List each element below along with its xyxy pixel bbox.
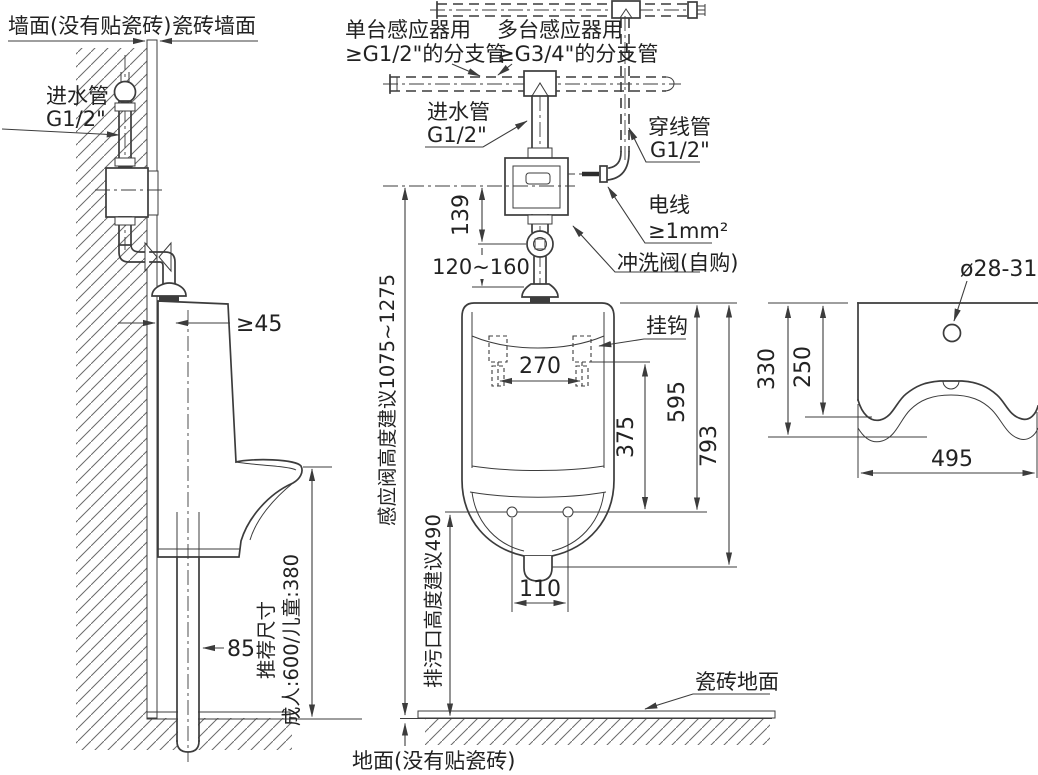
mounting-hole-right	[562, 506, 574, 518]
hole-leader	[953, 280, 968, 322]
dim-recommend-title: 推荐尺寸	[255, 601, 278, 679]
drain-spout	[523, 556, 553, 582]
dim-sensor-height: 感应阀高度建议1075~1275	[376, 274, 399, 526]
template-wave-inner	[857, 394, 1038, 443]
dim-793: 793	[697, 425, 722, 467]
label-wire-2: ≥1mm²	[648, 219, 728, 243]
front-view-dimensions: 270 375 595 793 110 139 120~160 感应阀高度建议1…	[376, 187, 737, 717]
label-hook: 挂钩	[646, 314, 688, 338]
front-spreader	[521, 283, 559, 298]
dim-595: 595	[665, 381, 690, 423]
sensor-valve-front	[383, 95, 575, 592]
floor-labels: 瓷砖地面 地面(没有贴瓷砖)	[352, 670, 779, 773]
hook-leader	[598, 338, 686, 348]
wire-leader	[607, 186, 712, 244]
flush-valve-body	[504, 157, 569, 216]
side-view-urinal	[157, 300, 303, 762]
tiled-floor-leader	[644, 693, 770, 710]
label-branch-single-2: ≥G1/2"的分支管	[345, 42, 506, 66]
dim-139: 139	[449, 194, 474, 236]
label-inlet-left-1: 进水管	[46, 84, 109, 108]
inlet-left-leader	[1, 128, 120, 138]
dim-330: 330	[755, 348, 780, 390]
front-view-urinal: 挂钩	[445, 302, 737, 582]
floor-hatch-left	[147, 718, 292, 750]
dim-85: 85	[227, 637, 255, 662]
template-wave-outer	[856, 380, 1038, 422]
urinal-side-profile	[157, 300, 303, 558]
bowl-inner-curve	[471, 491, 605, 552]
dim-recommend-values: 成人:600/儿童:380	[280, 554, 303, 726]
dim-hole-dia: ø28-31	[960, 257, 1037, 282]
label-tiled-floor: 瓷砖地面	[695, 670, 779, 694]
union-nut	[526, 230, 554, 258]
dim-250: 250	[791, 346, 816, 388]
label-branch-multi-2: ≥G3/4"的分支管	[497, 42, 658, 66]
dim-outlet-height: 排污口高度建议490	[422, 514, 445, 688]
label-wall-untiled: 墙面(没有贴瓷砖)	[8, 14, 171, 38]
dim-495: 495	[931, 447, 973, 472]
label-wire-1: 电线	[648, 193, 690, 217]
wall-labels: 墙面(没有贴瓷砖) 瓷砖墙面	[8, 14, 258, 45]
wall-hatch	[76, 48, 147, 750]
dim-110: 110	[519, 577, 561, 602]
dim-45: ≥45	[236, 312, 282, 337]
inlet-hole	[942, 323, 962, 343]
label-branch-single-1: 单台感应器用	[345, 18, 471, 42]
side-flush-valve-body	[105, 167, 149, 218]
conduit-leader	[628, 127, 700, 163]
label-inlet-mid-1: 进水管	[427, 100, 490, 124]
floor-hatch-center	[425, 718, 770, 745]
label-inlet-mid-2: G1/2"	[427, 123, 487, 147]
dim-270: 270	[519, 354, 561, 379]
tiled-floor-strip-center	[417, 710, 776, 719]
label-flush-valve: 冲洗阀(自购)	[617, 251, 738, 275]
conduit-elbow	[606, 151, 630, 181]
label-floor-untiled: 地面(没有贴瓷砖)	[352, 749, 515, 773]
wall-flange	[158, 241, 172, 273]
side-elbow-to-wall	[118, 244, 151, 263]
flush-valve-leader	[572, 225, 700, 273]
inlet-mid-leader	[425, 120, 528, 148]
mounting-hole-left	[506, 506, 518, 518]
label-conduit-1: 穿线管	[648, 115, 711, 139]
label-conduit-2: G1/2"	[650, 138, 710, 162]
supply-piping	[383, 0, 706, 183]
side-spreader	[151, 282, 187, 297]
dim-375: 375	[614, 416, 639, 458]
sensor-window	[525, 172, 551, 185]
dim-120-160: 120~160	[432, 255, 530, 279]
side-view-dimensions: ≥45 85 推荐尺寸 成人:600/儿童:380	[118, 312, 332, 726]
label-branch-multi-1: 多台感应器用	[497, 18, 623, 42]
side-elbow-down	[149, 251, 176, 289]
shutoff-ball-valve	[113, 80, 137, 104]
valve-labels: 单台感应器用 ≥G1/2"的分支管 多台感应器用 ≥G3/4"的分支管 进水管 …	[1, 18, 738, 275]
tiled-wall-strip	[146, 39, 158, 719]
label-wall-tiled: 瓷砖墙面	[172, 14, 256, 38]
rear-template-view: ø28-31 250 330 495	[755, 257, 1038, 478]
label-inlet-left-2: G1/2"	[46, 107, 106, 131]
tiled-floor-strip-left	[146, 711, 291, 720]
